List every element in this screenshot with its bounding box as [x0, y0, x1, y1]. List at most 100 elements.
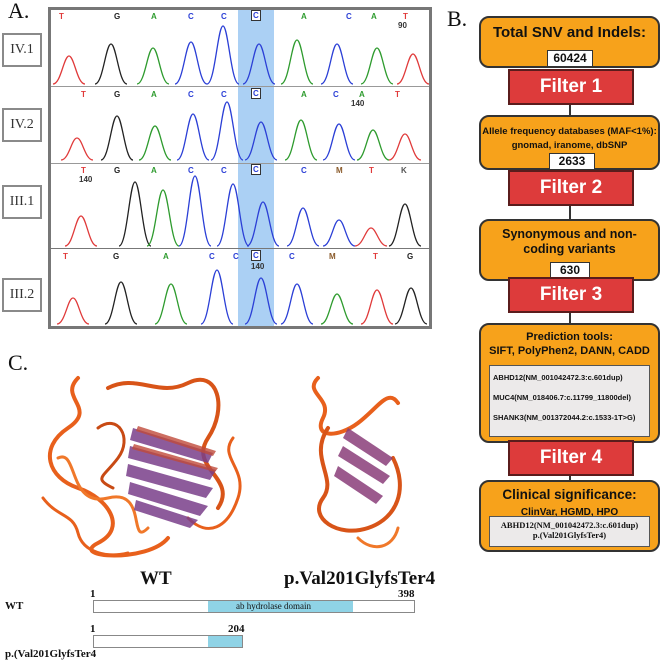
trace-peak [356, 129, 390, 161]
trace-peak [280, 39, 314, 85]
position-number: 140 [351, 99, 365, 108]
mutant-protein-structure [311, 376, 402, 549]
allele-frequency-databases: gnomad, iranome, dbSNP [511, 140, 628, 151]
wt-domain-label: ab hydrolase domain [236, 601, 311, 611]
mutant-row-label: p.(Val201GlyfsTer4 [5, 648, 97, 660]
mutant-hydrolase-domain [208, 636, 242, 647]
base-call: C [289, 252, 295, 261]
mutant-start-position: 1 [90, 623, 96, 635]
trace-peak [60, 137, 94, 161]
mutant-structure-label: p.Val201GlyfsTer4 [284, 568, 436, 589]
row-divider [51, 163, 429, 164]
base-call: T [395, 90, 400, 99]
base-call: A [151, 90, 157, 99]
wt-structure-label: WT [140, 568, 172, 589]
trace-peak [360, 289, 394, 325]
sample-label: III.1 [2, 185, 42, 219]
trace-peak [52, 55, 86, 85]
total-variants-count: 60424 [547, 50, 593, 67]
trace-peak [320, 293, 354, 325]
base-call: G [407, 252, 414, 261]
prediction-tools-list: SIFT, PolyPhen2, DANN, CADD [489, 345, 650, 357]
base-call: C [233, 252, 239, 261]
trace-peak [56, 297, 90, 325]
trace-peak [320, 43, 354, 85]
base-call: C [333, 90, 339, 99]
base-call: G [114, 166, 121, 175]
base-call: C [188, 166, 194, 175]
base-call: A [163, 252, 169, 261]
wt-protein-structure [41, 376, 242, 558]
trace-peak [154, 283, 188, 325]
row-divider [51, 86, 429, 87]
candidate-variant: ABHD12(NM_001042472.3:c.601dup) [493, 373, 623, 382]
trace-peak [284, 119, 318, 161]
trace-peak [200, 269, 234, 325]
sample-label: IV.1 [2, 33, 42, 67]
trace-peak [136, 47, 170, 85]
base-call: C [221, 12, 227, 21]
position-number: 140 [79, 175, 93, 184]
base-call: T [81, 90, 86, 99]
wt-row-label: WT [5, 600, 24, 612]
row-divider [51, 248, 429, 249]
final-variant-protein: p.(Val201GlyfsTer4) [532, 530, 607, 540]
candidate-variants-box: ABHD12(NM_001042472.3:c.601dup) MUC4(NM_… [489, 365, 650, 437]
trace-peak [118, 181, 152, 247]
allele-frequency-title: Allele frequency databases (MAF<1%): [482, 126, 657, 137]
trace-peak [64, 215, 98, 247]
allele-frequency-count: 2633 [549, 153, 595, 170]
trace-peak [322, 219, 356, 247]
base-call: A [151, 166, 157, 175]
synonymous-title: Synonymous and non-coding variants [502, 227, 637, 256]
wt-end-position: 398 [398, 588, 415, 600]
base-call: A [359, 90, 365, 99]
chromatogram-traces [52, 25, 429, 325]
trace-peak [216, 183, 250, 247]
trace-peak [388, 133, 422, 161]
panel-c-label: C. [8, 350, 29, 375]
base-call: C [251, 164, 261, 175]
trace-peak [104, 281, 138, 325]
trace-peak [100, 115, 134, 161]
base-call: C [346, 12, 352, 21]
filter-1: Filter 1 [508, 69, 634, 105]
trace-peak [244, 277, 278, 325]
trace-peak [138, 125, 172, 161]
candidate-variant: SHANK3(NM_001372044.2:c.1533-1T>G) [493, 413, 636, 422]
sample-label: III.2 [2, 278, 42, 312]
trace-peak [210, 101, 244, 161]
base-call: G [114, 90, 121, 99]
base-call: G [113, 252, 120, 261]
base-call: C [221, 90, 227, 99]
mutant-protein-bar [93, 635, 243, 648]
base-call: C [251, 10, 261, 21]
wt-start-position: 1 [90, 588, 96, 600]
panel-b-label: B. [447, 6, 468, 31]
base-call: C [209, 252, 215, 261]
base-call: T [59, 12, 64, 21]
base-call: C [221, 166, 227, 175]
base-call: C [251, 88, 261, 99]
clinical-significance-sources: ClinVar, HGMD, HPO [520, 507, 619, 518]
base-call: T [403, 12, 408, 21]
base-call: T [373, 252, 378, 261]
position-number: 140 [251, 262, 265, 271]
base-call: T [369, 166, 374, 175]
base-call: K [401, 166, 407, 175]
base-call: A [301, 90, 307, 99]
base-call: M [329, 252, 336, 261]
trace-peak [244, 121, 278, 161]
prediction-tools-title: Prediction tools: [526, 331, 613, 343]
trace-peak [94, 43, 128, 85]
final-variant-box: ABHD12(NM_001042472.3:c.601dup) p.(Val20… [489, 516, 650, 547]
candidate-variant: MUC4(NM_018406.7:c.11799_11800del) [493, 393, 632, 402]
trace-peak [394, 287, 428, 325]
panel-a-label: A. [8, 0, 30, 23]
trace-peak [280, 283, 314, 325]
trace-peak [322, 123, 356, 161]
mutant-end-position: 204 [228, 623, 245, 635]
base-calls-layer: T G A C C C A C A T 90 T G A C C C A C A… [51, 10, 429, 326]
base-call: G [114, 12, 121, 21]
base-call: C [188, 90, 194, 99]
